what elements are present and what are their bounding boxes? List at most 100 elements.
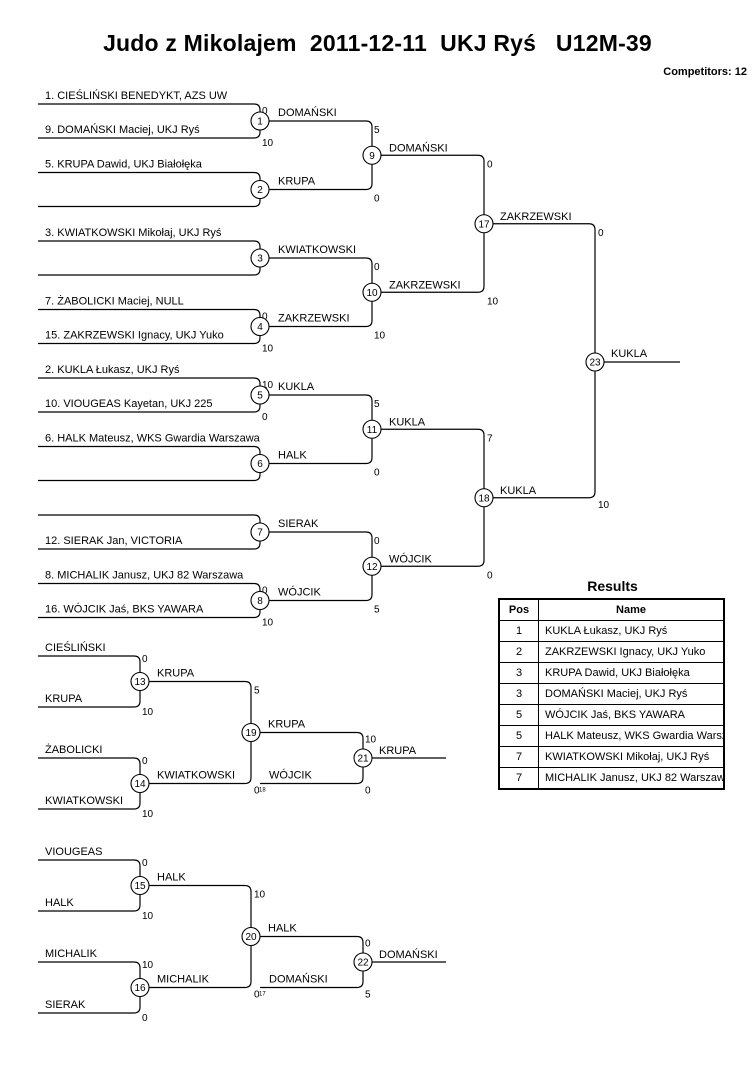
match-number: 8: [257, 596, 263, 607]
match-score: 0: [487, 570, 493, 581]
entry-line: [38, 655, 141, 663]
entry-line: [38, 611, 261, 619]
entry-line: [38, 103, 261, 111]
match-number: 6: [257, 459, 263, 470]
match-number: 20: [245, 932, 257, 943]
repechage-entry: MICHALIK: [45, 948, 98, 960]
competitor-entry: 2. KUKLA Łukasz, UKJ Ryś: [45, 364, 180, 376]
entry-line: [38, 268, 261, 276]
entry-line: [38, 240, 261, 248]
match-score: 10: [254, 890, 266, 901]
repechage-entry: VIOUGEAS: [45, 846, 102, 858]
results-header-pos: Pos: [498, 598, 539, 621]
results-pos: 2: [498, 641, 539, 663]
repechage-entry: KWIATKOWSKI: [45, 795, 123, 807]
match-number: 17: [478, 219, 490, 230]
entry-line: [38, 961, 141, 969]
competitor-entry: 16. WÓJCIK Jaś, BKS YAWARA: [45, 603, 204, 616]
match-number: 23: [589, 358, 601, 369]
match-score: 0: [598, 228, 604, 239]
entry-line: [38, 445, 261, 453]
match-score: 0: [365, 786, 371, 797]
match-number: 11: [367, 425, 378, 436]
match-winner-name: KRUPA: [157, 668, 195, 680]
results-name: WÓJCIK Jaś, BKS YAWARA: [538, 704, 725, 726]
competitor-entry: 8. MICHALIK Janusz, UKJ 82 Warszawa: [45, 570, 244, 582]
match-winner-name: WÓJCIK: [389, 552, 432, 565]
match-circle: [250, 590, 270, 611]
results-header-name: Name: [538, 598, 725, 621]
match-number: 18: [478, 493, 490, 504]
match-number: 14: [134, 779, 146, 790]
results-header-row: Pos Name: [498, 598, 725, 621]
match-score: 10: [374, 331, 386, 342]
entry-line: [38, 1006, 141, 1014]
match-score: 5: [374, 399, 380, 410]
competitor-entry: 9. DOMAŃSKI Maciej, UKJ Ryś: [45, 123, 200, 136]
entry-line: [38, 904, 141, 912]
match-number: 7: [257, 528, 263, 539]
match-circle: [474, 214, 494, 234]
match-score: 7: [487, 433, 493, 444]
match-number: 15: [134, 881, 146, 892]
match-circle: [130, 977, 150, 998]
match-score: 10: [262, 138, 274, 149]
match-winner-name: DOMAŃSKI: [389, 141, 448, 154]
match-winner-name: KUKLA: [389, 416, 426, 428]
match-winner-name: DOMAŃSKI: [379, 948, 438, 961]
competitor-entry: 15. ZAKRZEWSKI Ignacy, UKJ Yuko: [45, 330, 224, 342]
results-name: KUKLA Łukasz, UKJ Ryś: [538, 620, 725, 642]
match-score: 10: [142, 911, 154, 922]
match-winner-name: KWIATKOWSKI: [278, 244, 356, 256]
bracket-line: [356, 981, 364, 989]
match-score: 5: [365, 990, 371, 1001]
entry-line: [38, 405, 261, 413]
match-circle: [353, 748, 373, 768]
match-score: 0: [262, 412, 268, 423]
match-winner-name: KRUPA: [278, 176, 316, 188]
match-score: 0: [374, 194, 380, 205]
match-circle: [250, 316, 270, 337]
repechage-entry: SIERAK: [45, 999, 86, 1011]
match-circle: [130, 875, 150, 896]
match-score: 0: [262, 586, 268, 597]
bronze-opponent-name: DOMAŃSKI: [269, 973, 328, 986]
match-score: 0: [142, 858, 148, 869]
entry-line: [38, 308, 261, 316]
entry-line: [38, 514, 261, 522]
match-circle: [250, 385, 270, 405]
results-name: KWIATKOWSKI Mikołaj, UKJ Ryś: [538, 746, 725, 768]
bracket-line: [356, 777, 364, 785]
match-circle: [250, 111, 270, 131]
match-circle: [250, 248, 270, 268]
match-number: 9: [369, 151, 375, 162]
repechage-entry: ŻABOLICKI: [45, 743, 102, 756]
page-title: Judo z Mikolajem 2011-12-11 UKJ Ryś U12M…: [103, 30, 652, 56]
competitor-entry: 10. VIOUGEAS Kayetan, UKJ 225: [45, 398, 213, 410]
match-winner-name: ZAKRZEWSKI: [500, 211, 572, 223]
competitor-entry: 7. ŻABOLICKI Maciej, NULL: [45, 295, 184, 308]
match-winner-name: SIERAK: [278, 518, 319, 530]
match-winner-name: HALK: [157, 872, 186, 884]
results-name: HALK Mateusz, WKS Gwardia Warszawa: [538, 725, 725, 747]
match-number: 5: [257, 391, 263, 402]
match-score: 0: [142, 654, 148, 665]
entry-line: [38, 542, 261, 550]
match-circle: [362, 145, 382, 165]
match-circle: [130, 671, 150, 692]
results-pos: 3: [498, 683, 539, 705]
match-number: 12: [366, 562, 378, 573]
match-score: 5: [374, 605, 380, 616]
match-number: 19: [245, 728, 257, 739]
match-score: 0: [142, 1013, 148, 1024]
match-winner-name: KUKLA: [500, 485, 537, 497]
match-circle: [130, 773, 150, 794]
competitor-entry: 12. SIERAK Jan, VICTORIA: [45, 535, 183, 547]
entry-line: [38, 802, 141, 810]
